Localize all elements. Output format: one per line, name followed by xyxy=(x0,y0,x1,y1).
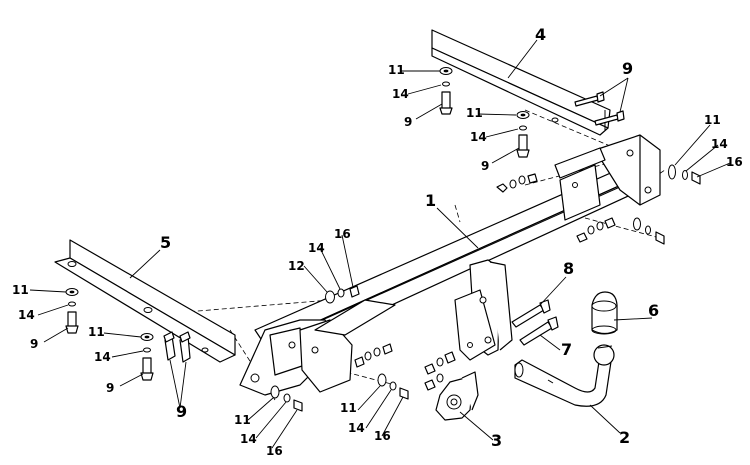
callout-1: 1 xyxy=(425,191,436,210)
bolts-part-7-8 xyxy=(511,299,559,346)
callout-16-c: 16 xyxy=(726,155,743,169)
callout-8: 8 xyxy=(563,259,574,278)
leader-lines xyxy=(29,39,731,449)
callout-9-e: 9 xyxy=(30,337,38,351)
callout-5: 5 xyxy=(160,233,171,252)
callout-14-g: 14 xyxy=(240,432,257,446)
callout-14-c: 14 xyxy=(711,137,728,151)
callout-4: 4 xyxy=(535,25,546,44)
callout-12: 12 xyxy=(288,259,305,273)
callout-7: 7 xyxy=(561,340,572,359)
callout-16-d: 16 xyxy=(334,227,351,241)
callout-11-a: 11 xyxy=(388,63,405,77)
callout-11-f: 11 xyxy=(88,325,105,339)
callout-14-e: 14 xyxy=(18,308,35,322)
callout-labels: 4 9 11 14 9 11 14 9 11 14 16 1 5 16 14 1… xyxy=(12,25,743,458)
ball-neck-part-2 xyxy=(514,344,615,407)
callout-2: 2 xyxy=(619,428,630,447)
callout-9-f: 9 xyxy=(106,381,114,395)
callout-9-lower: 9 xyxy=(176,402,187,421)
callout-11-b: 11 xyxy=(466,106,483,120)
callout-9-b: 9 xyxy=(481,159,489,173)
callout-14-h: 14 xyxy=(348,421,365,435)
callout-3: 3 xyxy=(491,431,502,450)
ball-cap-part-6 xyxy=(591,291,618,335)
callout-9-a: 9 xyxy=(404,115,412,129)
callout-14-d: 14 xyxy=(308,241,325,255)
hardware-top xyxy=(439,67,701,245)
callout-14-b: 14 xyxy=(470,130,487,144)
callout-11-c: 11 xyxy=(704,113,721,127)
callout-14-f: 14 xyxy=(94,350,111,364)
bracket-part-5 xyxy=(54,239,236,363)
socket-plate-part-3 xyxy=(435,371,479,421)
main-beam-part-1 xyxy=(239,134,661,396)
callout-14-a: 14 xyxy=(392,87,409,101)
callout-9-top-right: 9 xyxy=(622,59,633,78)
callout-16-g: 16 xyxy=(266,444,283,458)
callout-11-e: 11 xyxy=(12,283,29,297)
callout-11-h: 11 xyxy=(340,401,357,415)
callout-16-h: 16 xyxy=(374,429,391,443)
hardware-left xyxy=(65,285,456,412)
callout-11-g: 11 xyxy=(234,413,251,427)
callout-6: 6 xyxy=(648,301,659,320)
bracket-part-4 xyxy=(431,29,611,136)
